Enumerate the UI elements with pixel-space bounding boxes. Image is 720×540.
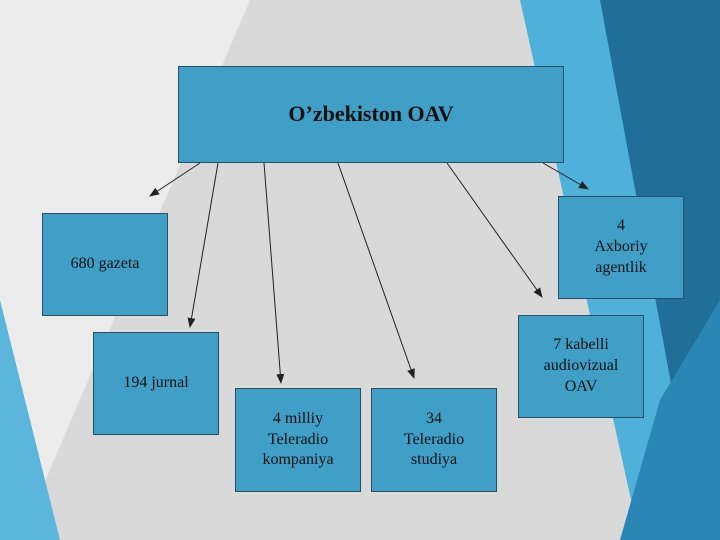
root-node: O’zbekiston OAV: [178, 66, 564, 163]
left-accent-shape: [0, 300, 60, 540]
right-bottom-accent-shape: [620, 300, 720, 540]
arrow-to-axborot: [542, 162, 589, 190]
arrow-to-teleradio-kompaniya: [263, 162, 285, 384]
node-gazeta: 680 gazeta: [42, 213, 168, 316]
node-axborot: 4 Axboriy agentlik: [558, 196, 684, 299]
arrow-to-gazeta: [149, 162, 201, 197]
arrow-to-jurnal: [187, 162, 219, 328]
node-kabelli: 7 kabelli audiovizual OAV: [518, 315, 644, 418]
arrow-to-teleradio-studiya: [337, 162, 415, 379]
arrow-to-kabelli: [446, 162, 543, 298]
node-teleradio-kompaniya: 4 milliy Teleradio kompaniya: [235, 388, 361, 492]
node-teleradio-studiya: 34 Teleradio studiya: [371, 388, 497, 492]
node-jurnal: 194 jurnal: [93, 332, 219, 435]
